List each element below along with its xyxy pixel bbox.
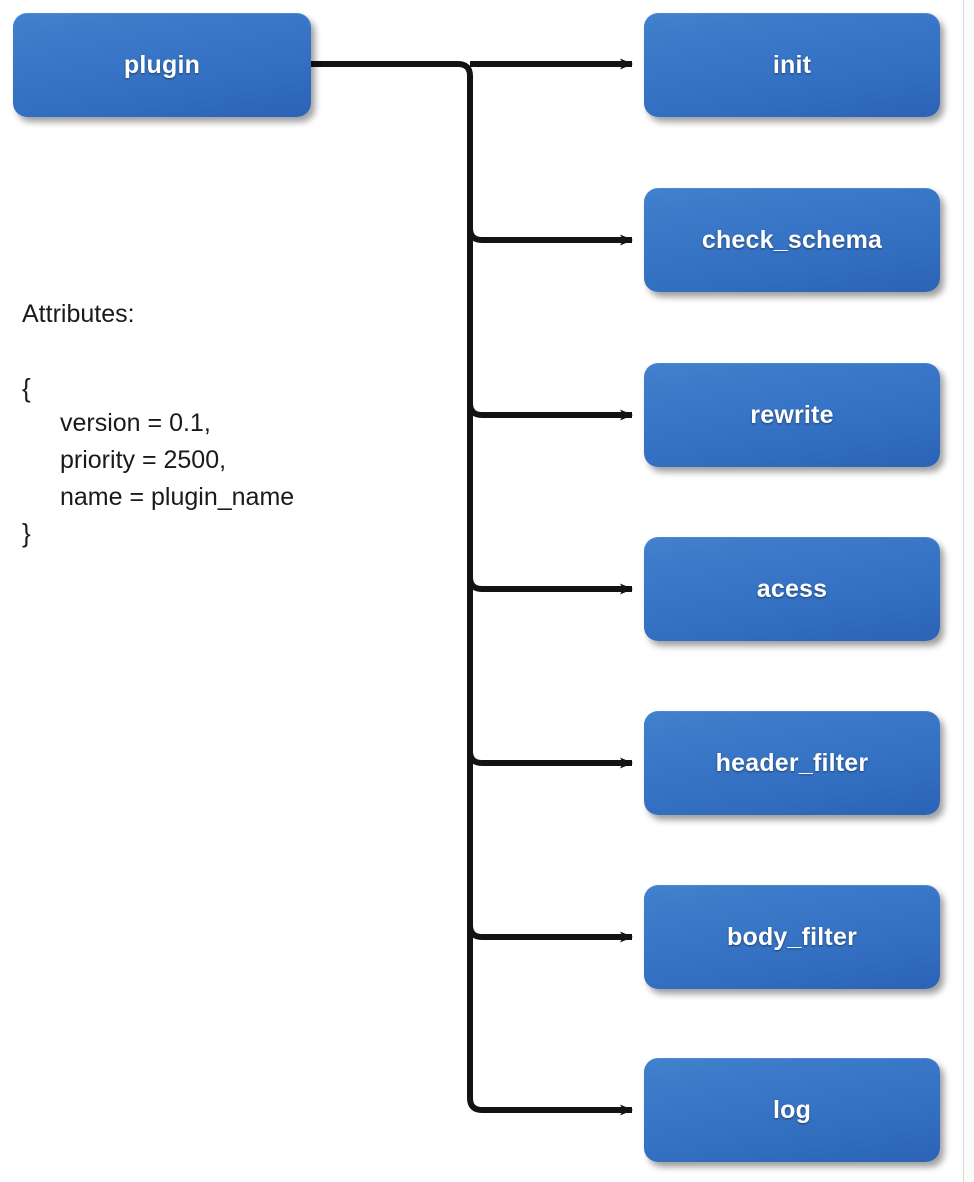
connector-branch-acess <box>467 576 633 595</box>
connector-trunk <box>311 61 473 1098</box>
node-acess-label: acess <box>756 575 828 603</box>
node-init-label: init <box>772 51 812 79</box>
attributes-close-brace: } <box>22 518 31 548</box>
node-plugin[interactable]: plugin <box>13 13 311 117</box>
node-rewrite-label: rewrite <box>750 401 834 429</box>
attributes-entry: name = plugin_name <box>60 483 295 511</box>
page-margin-fill <box>964 0 974 1182</box>
attributes-entry: version = 0.1, <box>60 409 211 437</box>
node-check-schema-label: check_schema <box>701 226 883 254</box>
node-header-filter[interactable]: header_filter <box>644 711 940 815</box>
attributes-title: Attributes: <box>22 300 135 328</box>
node-header-filter-label: header_filter <box>715 749 869 777</box>
node-plugin-label: plugin <box>123 51 201 79</box>
node-acess[interactable]: acess <box>644 537 940 641</box>
node-log-label: log <box>772 1096 812 1124</box>
node-init[interactable]: init <box>644 13 940 117</box>
node-check-schema[interactable]: check_schema <box>644 188 940 292</box>
connector-branch-check-schema <box>467 227 633 246</box>
connector-branch-rewrite <box>467 402 633 421</box>
connector-branch-body-filter <box>467 924 633 943</box>
connector-branch-header-filter <box>467 750 633 769</box>
connector-branch-log <box>467 1097 633 1116</box>
attributes-panel: Attributes: { version = 0.1, priority = … <box>22 302 294 550</box>
attributes-entry-list: version = 0.1, priority = 2500, name = p… <box>22 405 294 516</box>
node-rewrite[interactable]: rewrite <box>644 363 940 467</box>
node-body-filter[interactable]: body_filter <box>644 885 940 989</box>
page-edge-rule <box>963 0 964 1182</box>
node-body-filter-label: body_filter <box>727 923 857 951</box>
node-log[interactable]: log <box>644 1058 940 1162</box>
attributes-open-brace: { <box>22 373 31 403</box>
attributes-entry: priority = 2500, <box>60 446 227 474</box>
